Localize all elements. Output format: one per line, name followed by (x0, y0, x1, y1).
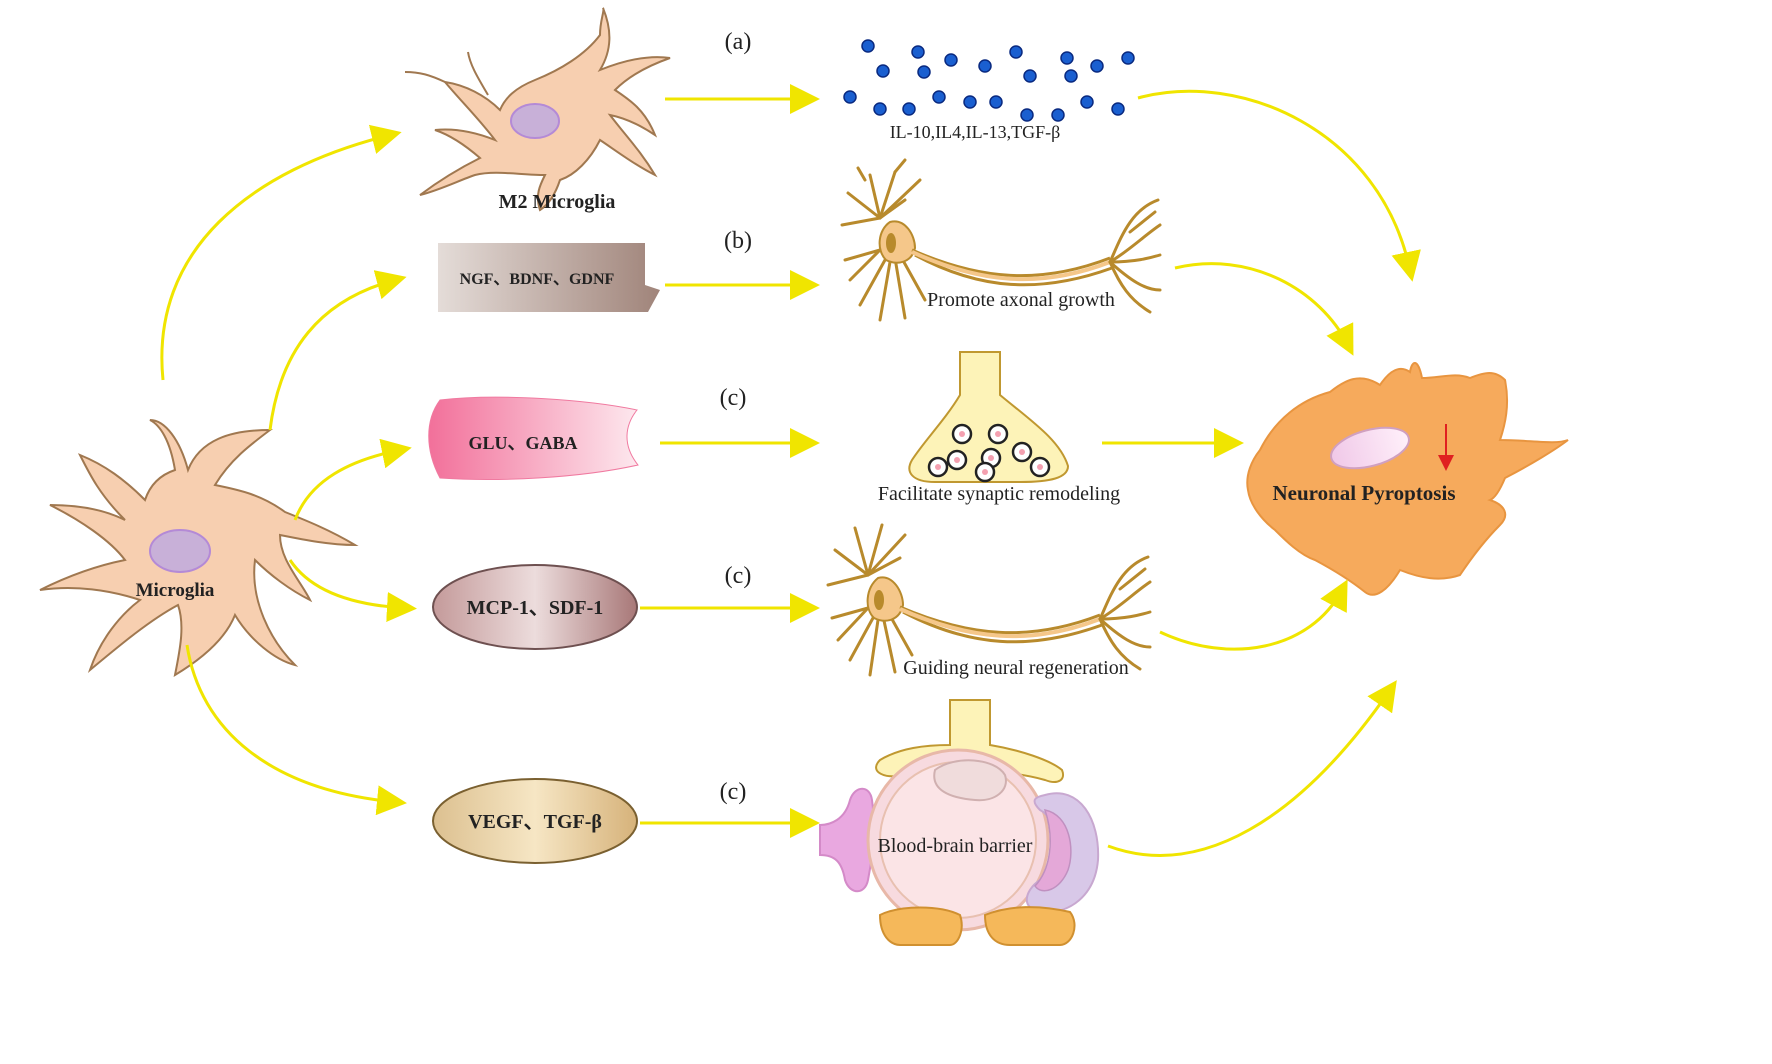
panel-label-c2: (c) (725, 563, 752, 589)
arrow-bbb-to-pyroptosis (1107, 680, 1397, 857)
arrow-axon-to-pyroptosis (1174, 262, 1354, 356)
m2-microglia-label: M2 Microglia (499, 191, 616, 213)
pyroptosis-nucleus (1330, 426, 1410, 470)
microglia-output-arrows (160, 124, 417, 816)
synaptic-remodeling-label: Facilitate synaptic remodeling (878, 483, 1120, 505)
neuron-neural-regeneration: Guiding neural regeneration (826, 523, 1152, 679)
m2-nucleus (510, 103, 560, 139)
synapse-terminal: Facilitate synaptic remodeling (878, 351, 1120, 505)
glu-factor: GLU、GABA (428, 396, 639, 480)
arrow-neuron2-to-pyroptosis (1159, 579, 1348, 651)
glu-factor-label: GLU、GABA (468, 433, 577, 453)
arrow-to-ngf (268, 270, 407, 431)
ngf-factor: NGF、BDNF、GDNF (438, 243, 660, 312)
neuron-axonal-growth: Promote axonal growth (840, 158, 1162, 322)
panel-labels: (a) (b) (c) (c) (c) (720, 29, 752, 805)
microglia-label: Microglia (136, 580, 215, 601)
straight-arrows (640, 84, 1244, 838)
panel-label-c3: (c) (720, 779, 747, 805)
pyroptosis-label: Neuronal Pyroptosis (1273, 481, 1456, 505)
mcp-factor: MCP-1、SDF-1 (432, 564, 638, 650)
mcp-factor-label: MCP-1、SDF-1 (467, 597, 604, 619)
arrow-to-vegf (185, 644, 407, 816)
vegf-factor-label: VEGF、TGF-β (468, 811, 602, 833)
m2-microglia-cell: M2 Microglia (404, 7, 671, 213)
microglia-nucleus (149, 529, 211, 573)
cytokine-dots (843, 39, 1135, 122)
neuronal-pyroptosis-cell: Neuronal Pyroptosis (1246, 362, 1569, 596)
convergent-arrows (1107, 89, 1421, 857)
cytokines-label: IL-10,IL4,IL-13,TGF-β (890, 122, 1061, 142)
arrow-to-glu (293, 438, 412, 521)
neural-regeneration-label: Guiding neural regeneration (903, 657, 1128, 679)
microglia-cell: Microglia (39, 419, 359, 678)
arrow-cytokines-to-pyroptosis (1137, 89, 1421, 282)
ngf-factor-label: NGF、BDNF、GDNF (460, 271, 615, 288)
panel-label-c1: (c) (720, 385, 747, 411)
panel-label-b: (b) (724, 228, 752, 254)
arrow-to-mcp (288, 559, 417, 622)
vegf-factor: VEGF、TGF-β (432, 778, 638, 864)
panel-label-a: (a) (725, 29, 752, 55)
arrow-to-m2 (160, 124, 402, 381)
bbb-label: Blood-brain barrier (878, 835, 1033, 857)
blood-brain-barrier: Blood-brain barrier (819, 699, 1100, 946)
axonal-growth-label: Promote axonal growth (927, 289, 1115, 311)
